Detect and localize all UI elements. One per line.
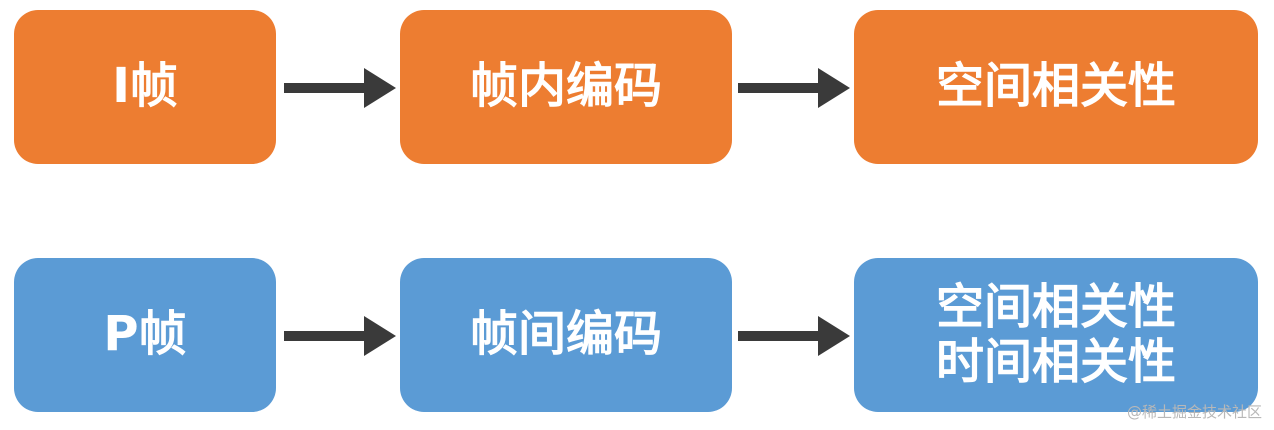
spatial-temporal-correlation-box: 空间相关性 时间相关性 [854,258,1258,412]
spatial-correlation-label: 空间相关性 [935,278,1176,335]
p-frame-label: P帧 [103,306,187,363]
arrow-right-icon [284,316,396,356]
intra-coding-label: 帧内编码 [469,58,662,115]
spatial-correlation-box: 空间相关性 [854,10,1258,164]
watermark: @稀土掘金技术社区 [1126,403,1262,421]
i-frame-label: I帧 [112,58,178,115]
arrow-right-icon [284,68,396,108]
arrow-right-icon [738,316,850,356]
inter-coding-label: 帧间编码 [469,306,662,363]
i-frame-box: I帧 [14,10,276,164]
spatial-correlation-label: 空间相关性 [935,58,1176,115]
p-frame-box: P帧 [14,258,276,412]
inter-coding-box: 帧间编码 [400,258,732,412]
temporal-correlation-label: 时间相关性 [935,334,1176,390]
intra-coding-box: 帧内编码 [400,10,732,164]
arrow-right-icon [738,68,850,108]
